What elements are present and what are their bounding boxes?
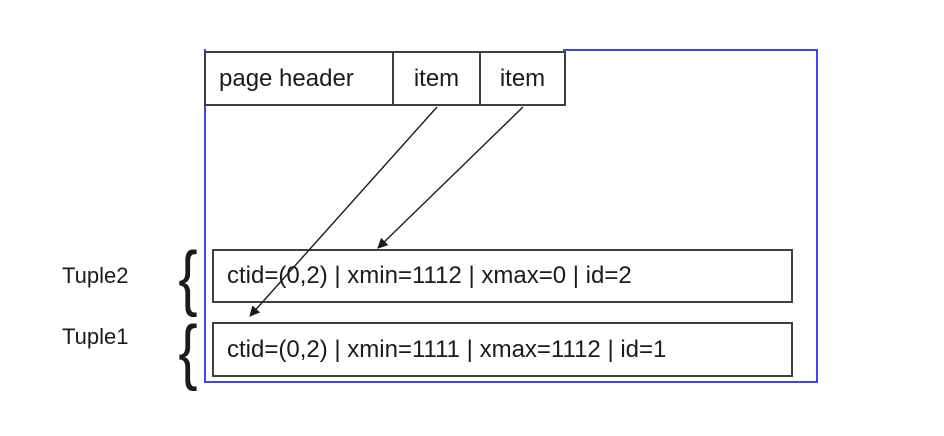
page-boundary [204,49,818,383]
tuple1-content: ctid=(0,2) | xmin=1111 | xmax=1112 | id=… [227,335,667,363]
item-pointer-label-2: item [499,64,546,92]
item-pointer-cell-1: item [392,51,481,106]
page-header-row: page header item item [204,51,566,106]
tuple2-label: Tuple2 [62,263,129,288]
tuple1-brace-icon: { [178,312,198,392]
item-pointer-cell-2: item [479,51,566,106]
tuple1-label: Tuple1 [62,324,129,349]
tuple1-box: ctid=(0,2) | xmin=1111 | xmax=1112 | id=… [212,322,793,377]
page-header-cell: page header [204,51,394,106]
page-boundary-top-edge [563,49,818,51]
tuple2-content: ctid=(0,2) | xmin=1112 | xmax=0 | id=2 [227,262,632,289]
item-pointer-label-1: item [413,64,460,92]
tuple2-brace-icon: { [178,238,198,318]
tuple2-box: ctid=(0,2) | xmin=1112 | xmax=0 | id=2 [212,249,793,303]
page-header-label: page header [219,64,354,92]
